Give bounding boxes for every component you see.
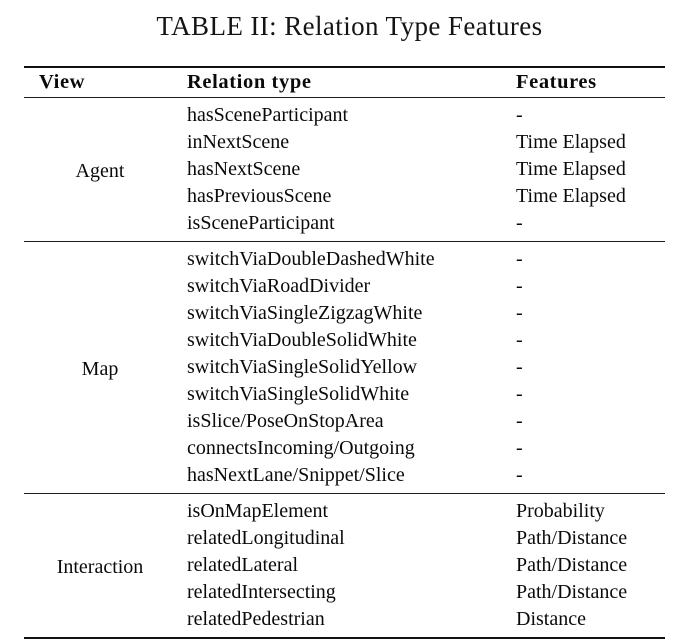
cell-features: - <box>516 329 523 351</box>
table-row: switchViaSingleSolidYellow - <box>24 354 665 381</box>
table-row: hasNextScene Time Elapsed <box>24 156 665 183</box>
section-view-label-interaction: Interaction <box>56 556 144 578</box>
table-row: switchViaSingleSolidWhite - <box>24 381 665 408</box>
table-row: inNextScene Time Elapsed <box>24 129 665 156</box>
cell-relation-type: hasNextLane/Snippet/Slice <box>187 464 405 486</box>
table-caption: TABLE II: Relation Type Features <box>156 11 543 41</box>
table-row: isSlice/PoseOnStopArea - <box>24 408 665 435</box>
cell-relation-type: isSlice/PoseOnStopArea <box>187 410 384 432</box>
relation-type-features-table: View Relation type Features Agent hasScen… <box>24 66 665 639</box>
cell-relation-type: switchViaSingleSolidWhite <box>187 383 410 405</box>
cell-relation-type: relatedPedestrian <box>187 608 325 630</box>
cell-features: - <box>516 302 523 324</box>
cell-relation-type: isOnMapElement <box>187 500 329 522</box>
column-header-view: View <box>39 71 86 93</box>
cell-features: - <box>516 356 523 378</box>
table-header: View Relation type Features <box>24 67 665 98</box>
table-container: View Relation type Features Agent hasScen… <box>24 66 665 639</box>
cell-features: - <box>516 383 523 405</box>
cell-relation-type: switchViaDoubleSolidWhite <box>187 329 417 351</box>
cell-relation-type: relatedIntersecting <box>187 581 336 603</box>
cell-features: - <box>516 212 523 234</box>
table-row: Map switchViaDoubleDashedWhite - <box>24 241 665 380</box>
table-row: relatedIntersecting Path/Distance <box>24 579 665 606</box>
table-row: isSceneParticipant - <box>24 210 665 242</box>
cell-relation-type: hasNextScene <box>187 158 301 180</box>
cell-features: Distance <box>516 608 586 630</box>
cell-features: - <box>516 248 523 270</box>
table-header-row: View Relation type Features <box>24 67 665 98</box>
table-row: Agent hasSceneParticipant - <box>24 97 665 182</box>
cell-features: Time Elapsed <box>516 158 626 180</box>
table-row: switchViaRoadDivider - <box>24 273 665 300</box>
table-row: switchViaDoubleSolidWhite - <box>24 327 665 354</box>
table-row: Interaction isOnMapElement Probability <box>24 493 665 578</box>
cell-features: Path/Distance <box>516 581 628 603</box>
cell-features: - <box>516 464 523 486</box>
cell-relation-type: switchViaSingleSolidYellow <box>187 356 418 378</box>
cell-features: Path/Distance <box>516 527 628 549</box>
cell-relation-type: relatedLongitudinal <box>187 527 345 549</box>
cell-relation-type: isSceneParticipant <box>187 212 335 234</box>
table-row: relatedLateral Path/Distance <box>24 552 665 579</box>
table-row: switchViaSingleZigzagWhite - <box>24 300 665 327</box>
cell-relation-type: switchViaSingleZigzagWhite <box>187 302 423 324</box>
table-row: relatedLongitudinal Path/Distance <box>24 525 665 552</box>
cell-relation-type: hasPreviousScene <box>187 185 332 207</box>
cell-relation-type: switchViaRoadDivider <box>187 275 371 297</box>
cell-relation-type: switchViaDoubleDashedWhite <box>187 248 435 270</box>
cell-relation-type: inNextScene <box>187 131 290 153</box>
cell-features: Path/Distance <box>516 554 628 576</box>
cell-features: - <box>516 437 523 459</box>
cell-features: - <box>516 275 523 297</box>
column-header-features: Features <box>516 71 597 93</box>
column-header-relation-type: Relation type <box>187 71 312 93</box>
table-row: hasNextLane/Snippet/Slice - <box>24 462 665 494</box>
cell-features: - <box>516 410 523 432</box>
table-row: connectsIncoming/Outgoing - <box>24 435 665 462</box>
cell-features: Time Elapsed <box>516 131 626 153</box>
section-view-label-agent: Agent <box>75 160 125 182</box>
cell-features: Time Elapsed <box>516 185 626 207</box>
cell-relation-type: relatedLateral <box>187 554 299 576</box>
cell-features: - <box>516 104 523 126</box>
table-row: relatedPedestrian Distance <box>24 606 665 638</box>
section-view-label-map: Map <box>81 358 119 380</box>
table-row: hasPreviousScene Time Elapsed <box>24 183 665 210</box>
cell-relation-type: connectsIncoming/Outgoing <box>187 437 415 459</box>
cell-relation-type: hasSceneParticipant <box>187 104 349 126</box>
cell-features: Probability <box>516 500 605 522</box>
